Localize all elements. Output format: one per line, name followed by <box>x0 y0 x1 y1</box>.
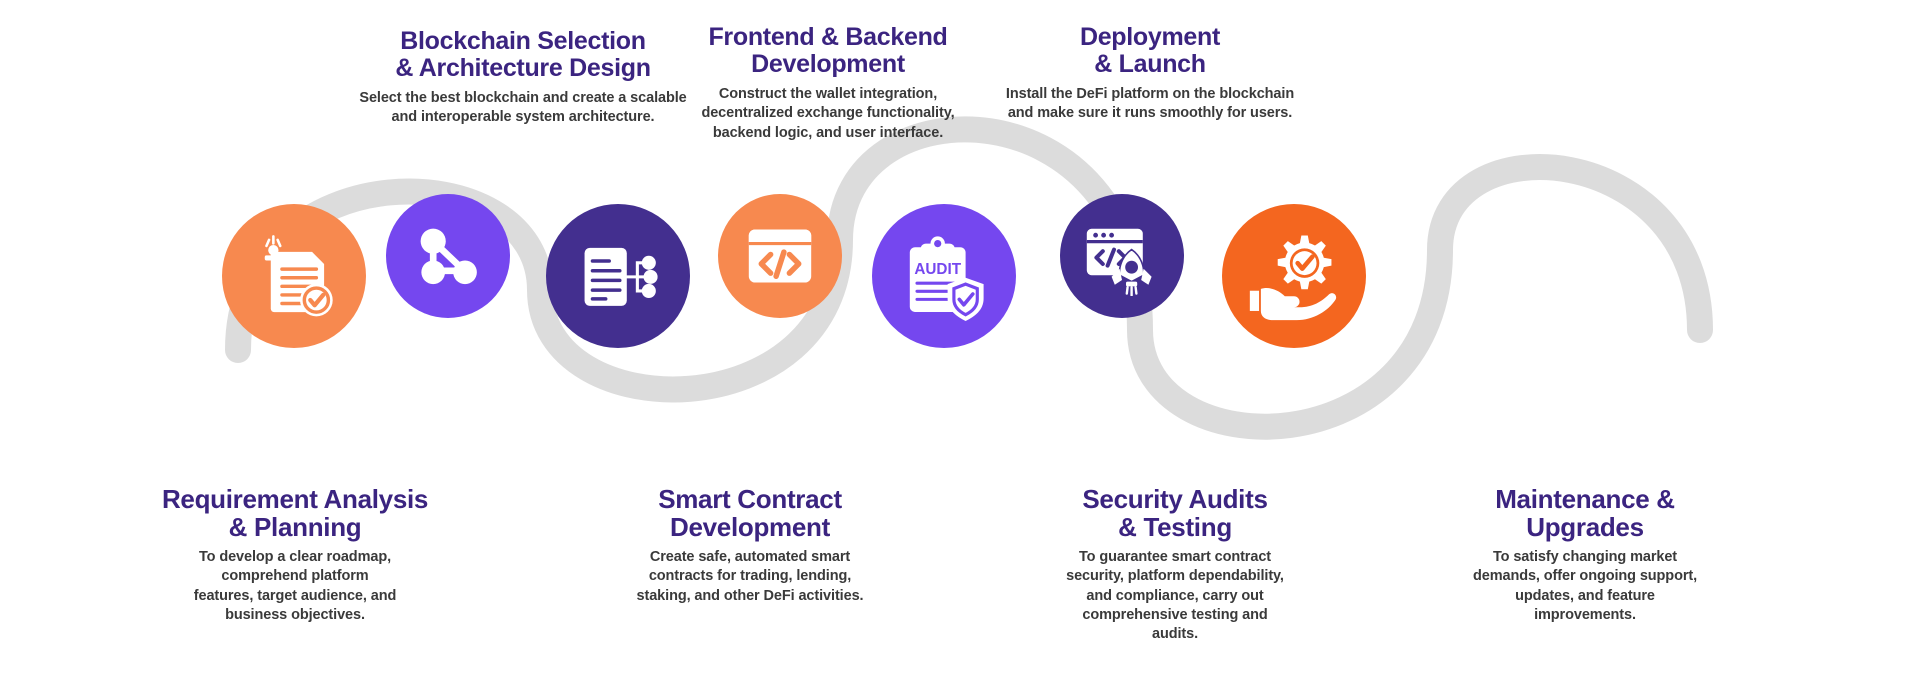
step-desc-3: Create safe, automated smart contracts f… <box>636 549 864 604</box>
step-desc-1: To develop a clear roadmap, comprehend p… <box>193 549 397 623</box>
step-title-2: Blockchain Selection & Architecture Desi… <box>395 27 651 82</box>
step-caption-2: Blockchain Selection & Architecture Desi… <box>333 28 713 128</box>
step-node-4[interactable] <box>718 194 842 318</box>
step-desc-5: To guarantee smart contract security, pl… <box>1066 549 1284 643</box>
step-title-5: Security Audits & Testing <box>1082 484 1268 543</box>
step-caption-4: Frontend & Backend Development Construct… <box>648 24 1008 143</box>
audit-clipboard-shield-icon: AUDIT <box>909 236 984 321</box>
step-title-3: Smart Contract Development <box>658 484 842 543</box>
hand-gear-check-icon <box>1249 235 1337 321</box>
code-browser-window-icon <box>748 229 812 283</box>
blockchain-network-nodes-icon <box>420 228 477 285</box>
step-title-6: Deployment & Launch <box>1079 23 1221 78</box>
step-title-4: Frontend & Backend Development <box>708 23 948 78</box>
requirement-document-check-icon <box>264 235 333 317</box>
step-desc-7: To satisfy changing market demands, offe… <box>1472 549 1698 623</box>
step-node-2[interactable] <box>386 194 510 318</box>
step-node-7[interactable] <box>1222 204 1366 348</box>
step-title-1: Requirement Analysis & Planning <box>161 484 429 543</box>
step-node-3[interactable] <box>546 204 690 348</box>
step-node-1[interactable] <box>222 204 366 348</box>
step-node-5[interactable]: AUDIT <box>872 204 1016 348</box>
deploy-rocket-browser-icon <box>1086 228 1152 296</box>
step-desc-4: Construct the wallet integration, decent… <box>701 86 955 141</box>
step-desc-2: Select the best blockchain and create a … <box>359 90 687 126</box>
step-title-7: Maintenance & Upgrades <box>1495 484 1675 543</box>
step-caption-7: Maintenance & Upgrades To satisfy changi… <box>1440 485 1730 625</box>
step-caption-5: Security Audits & Testing To guarantee s… <box>1030 485 1320 645</box>
step-node-6[interactable] <box>1060 194 1184 318</box>
smart-contract-circuit-document-icon <box>584 247 658 306</box>
step-caption-3: Smart Contract Development Create safe, … <box>600 485 900 606</box>
step-caption-1: Requirement Analysis & Planning To devel… <box>145 485 445 625</box>
step-desc-6: Install the DeFi platform on the blockch… <box>1005 86 1295 122</box>
step-caption-6: Deployment & Launch Install the DeFi pla… <box>960 24 1340 124</box>
svg-text:AUDIT: AUDIT <box>914 261 961 278</box>
